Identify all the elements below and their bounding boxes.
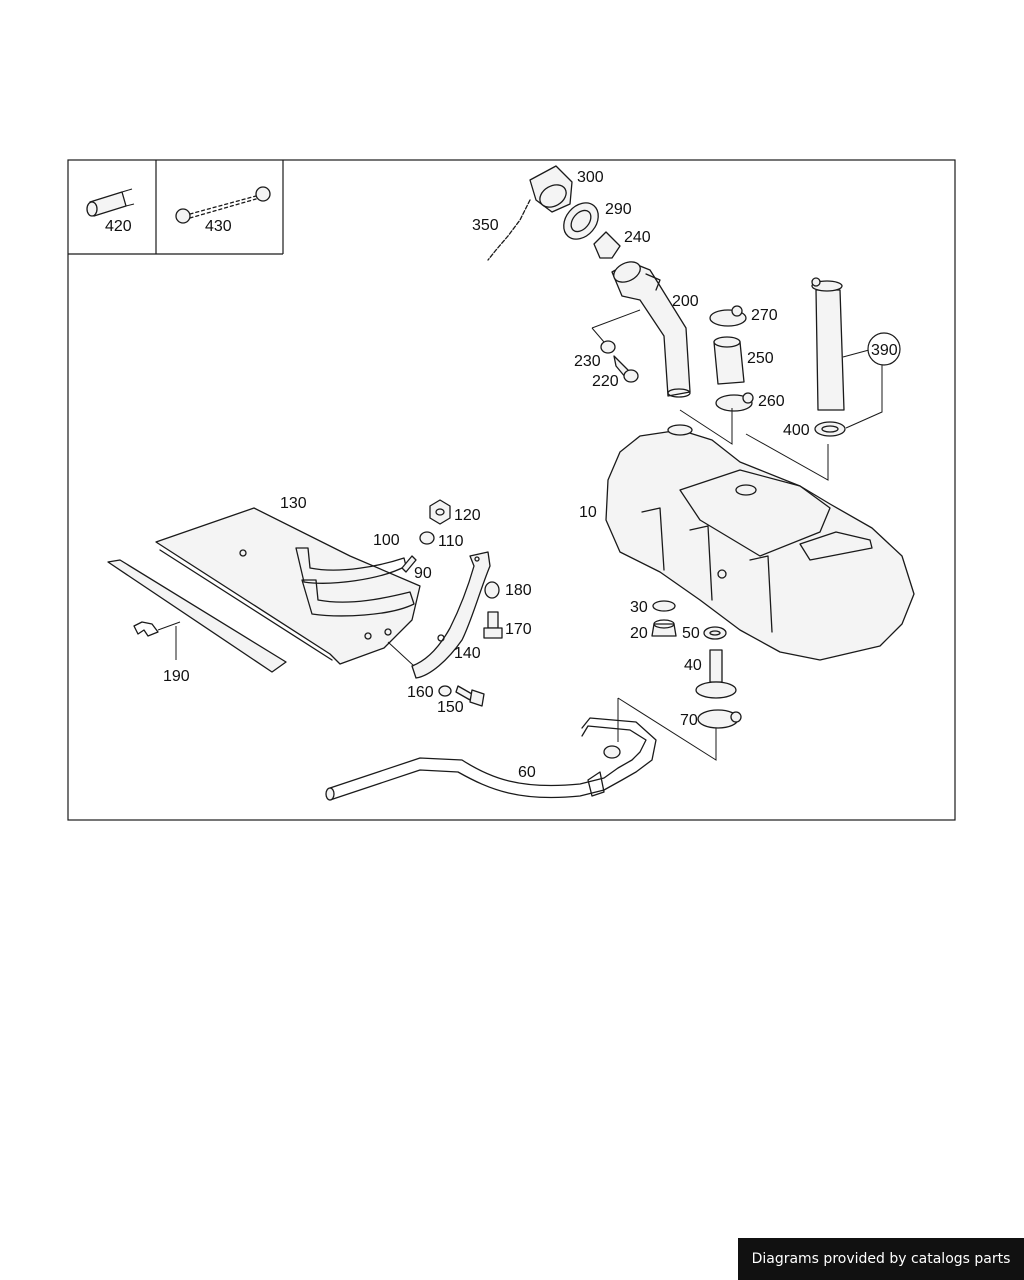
label-250: 250 <box>747 350 774 367</box>
label-140: 140 <box>454 645 481 662</box>
part-50-seal[interactable] <box>703 626 727 640</box>
label-390: 390 <box>871 342 898 359</box>
part-200-filler-neck[interactable] <box>611 258 691 398</box>
part-270-clamp[interactable] <box>709 305 747 327</box>
label-40: 40 <box>684 657 702 674</box>
label-70: 70 <box>680 712 698 729</box>
label-190: 190 <box>163 668 190 685</box>
part-400-seal-ring[interactable] <box>814 421 846 437</box>
part-strap-lower <box>301 579 415 617</box>
label-160: 160 <box>407 684 434 701</box>
label-200: 200 <box>672 293 699 310</box>
label-260: 260 <box>758 393 785 410</box>
part-190-rail[interactable] <box>107 559 287 673</box>
footer-credit: Diagrams provided by catalogs parts <box>738 1238 1024 1280</box>
label-430: 430 <box>205 218 232 235</box>
part-180-washer[interactable] <box>484 581 500 599</box>
label-110: 110 <box>438 533 464 550</box>
part-30-seal[interactable] <box>652 600 676 612</box>
part-110-washer[interactable] <box>419 531 435 545</box>
label-30: 30 <box>630 599 648 616</box>
label-220: 220 <box>592 373 619 390</box>
label-50: 50 <box>682 625 700 642</box>
part-40-valve[interactable] <box>695 649 737 699</box>
diagram-frame <box>67 159 956 821</box>
part-150-bolt[interactable] <box>455 685 485 707</box>
part-60-fuel-hose[interactable] <box>325 717 657 801</box>
label-60: 60 <box>518 764 536 781</box>
label-100: 100 <box>373 532 400 549</box>
label-230: 230 <box>574 353 601 370</box>
label-300: 300 <box>577 169 604 186</box>
part-350-strap[interactable] <box>487 199 531 261</box>
callout-390-circle <box>867 332 901 366</box>
label-240: 240 <box>624 229 651 246</box>
label-290: 290 <box>605 201 632 218</box>
part-10-fuel-tank[interactable] <box>605 424 915 661</box>
part-240-insert[interactable] <box>593 231 621 259</box>
part-220-bolt[interactable] <box>613 355 639 383</box>
part-290-seal-ring[interactable] <box>557 196 606 246</box>
part-140-strap[interactable] <box>411 551 491 679</box>
part-230-washer[interactable] <box>600 340 616 354</box>
part-300-fuel-cap[interactable] <box>529 165 573 213</box>
part-100-strap[interactable] <box>295 547 407 584</box>
label-120: 120 <box>454 507 481 524</box>
part-130-heat-shield[interactable] <box>155 507 421 665</box>
part-250-hose[interactable] <box>713 336 745 385</box>
part-160-washer[interactable] <box>438 685 452 697</box>
label-10: 10 <box>579 504 597 521</box>
label-170: 170 <box>505 621 532 638</box>
label-400: 400 <box>783 422 810 439</box>
part-260-clamp[interactable] <box>715 392 754 412</box>
label-20: 20 <box>630 625 648 642</box>
label-180: 180 <box>505 582 532 599</box>
part-90-bolt[interactable] <box>401 555 417 573</box>
label-150: 150 <box>437 699 464 716</box>
part-120-nut[interactable] <box>429 499 451 525</box>
part-70-clamp[interactable] <box>697 709 742 729</box>
part-390-fuel-sender[interactable] <box>811 277 845 411</box>
part-430-chain[interactable] <box>175 186 271 224</box>
label-90: 90 <box>414 565 432 582</box>
part-420-sleeve[interactable] <box>86 188 135 217</box>
part-170-bolt[interactable] <box>483 611 503 639</box>
part-20-plug[interactable] <box>651 619 677 637</box>
label-270: 270 <box>751 307 778 324</box>
label-130: 130 <box>280 495 307 512</box>
label-350: 350 <box>472 217 499 234</box>
label-420: 420 <box>105 218 132 235</box>
inset-boxes <box>68 160 284 255</box>
